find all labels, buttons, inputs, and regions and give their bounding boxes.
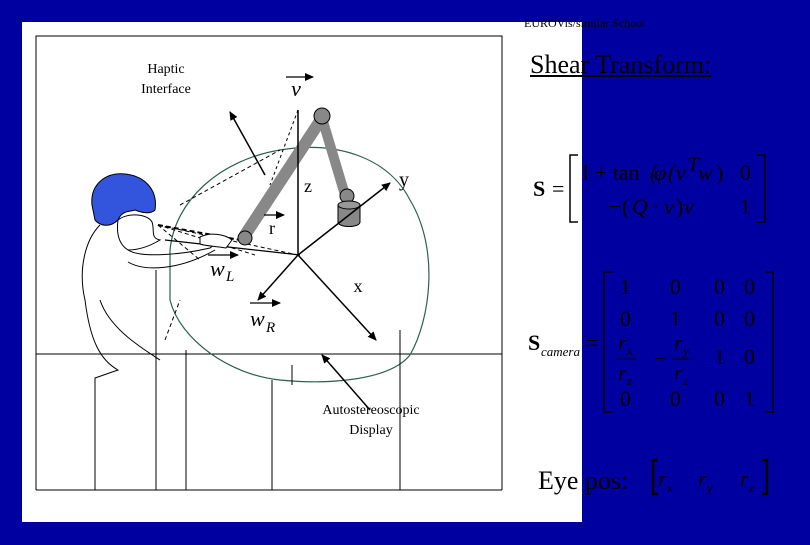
vector-wr-subscript: R xyxy=(265,320,275,336)
coordinate-axes xyxy=(230,110,390,410)
scam-r1c3: 0 xyxy=(714,274,725,299)
shear-matrix-equation: S = I + tan ( φ ( v T w ) 0 − ( Q · v ) … xyxy=(533,152,765,222)
s-q: Q xyxy=(632,194,648,219)
haptic-arm xyxy=(238,108,360,245)
s-v-transpose: v xyxy=(676,160,686,185)
s-phi: φ xyxy=(654,160,666,185)
eye-rz: r xyxy=(740,466,749,491)
s-v: v xyxy=(664,194,674,219)
display-label-line1: Autostereoscopic xyxy=(322,403,419,418)
axis-x-label: x xyxy=(354,276,363,296)
scam-r1c2: 0 xyxy=(670,274,681,299)
scam-r3c3: 1 xyxy=(714,344,725,369)
s-v-tail: v xyxy=(684,194,694,219)
vector-wr-label: w xyxy=(250,306,265,331)
scam-frac2-den: r xyxy=(674,360,683,385)
scam-frac1-num: r xyxy=(618,330,627,355)
s-paren-open3: ( xyxy=(622,194,629,219)
user-body xyxy=(82,225,220,490)
slide-title: Shear Transform: xyxy=(530,50,711,80)
s-paren-close3: ) xyxy=(676,194,683,219)
haptic-label-line2: Interface xyxy=(141,82,191,97)
s-minus: − xyxy=(608,194,620,219)
camera-matrix-equation: S camera = 1 0 0 0 0 1 0 0 r x r z − r y… xyxy=(528,272,773,412)
s-symbol: S xyxy=(533,176,545,201)
scam-frac2-minus: − xyxy=(654,346,666,371)
vector-wl-subscript: L xyxy=(225,269,234,285)
user-hair xyxy=(92,174,156,225)
s-w: w xyxy=(698,160,713,185)
eye-position-vector: r x r y r z xyxy=(653,460,767,495)
scam-r4c3: 0 xyxy=(714,386,725,411)
eye-rx-sub: x xyxy=(666,480,673,495)
user-figure xyxy=(82,174,232,490)
scam-r2c4: 0 xyxy=(744,306,755,331)
scam-r1c1: 1 xyxy=(620,274,631,299)
scam-frac2-num: r xyxy=(674,330,683,355)
scam-subscript: camera xyxy=(541,344,580,359)
user-face xyxy=(117,215,160,250)
scam-r4c1: 0 xyxy=(620,386,631,411)
scam-r2c1: 0 xyxy=(620,306,631,331)
eye-rx: r xyxy=(658,466,667,491)
s-dot: · xyxy=(652,194,659,219)
s-equals: = xyxy=(552,176,564,201)
s-one: 1 xyxy=(740,194,751,219)
display-label-line2: Display xyxy=(349,423,393,438)
scam-s: S xyxy=(528,330,540,355)
scam-r4c4: 1 xyxy=(744,386,755,411)
vector-wl-label: w xyxy=(210,256,225,281)
scam-frac1-den: r xyxy=(618,360,627,385)
scam-frac2-den-sub: z xyxy=(682,373,688,388)
scam-frac2-num-sub: y xyxy=(681,343,689,358)
haptic-label-line1: Haptic xyxy=(147,62,184,77)
eye-ry-sub: y xyxy=(705,480,713,495)
display-surface xyxy=(170,147,429,381)
scam-r1c4: 0 xyxy=(744,274,755,299)
scam-r2c3: 0 xyxy=(714,306,725,331)
eye-rz-sub: z xyxy=(748,480,754,495)
vector-v-label: v xyxy=(291,76,301,101)
scam-r4c2: 0 xyxy=(670,386,681,411)
s-i-plus-tan: I + tan xyxy=(582,160,640,185)
scam-frac1-num-sub: x xyxy=(626,343,633,358)
axis-z-label: z xyxy=(304,176,312,196)
scam-equals: = xyxy=(586,330,598,355)
scam-r3c4: 0 xyxy=(744,344,755,369)
eye-pos-label: Eye pos: xyxy=(538,466,628,496)
axis-y-label: y xyxy=(399,169,409,191)
s-paren-close: ) xyxy=(716,160,723,185)
scam-r2c2: 1 xyxy=(670,306,681,331)
s-zero: 0 xyxy=(740,160,751,185)
eye-ry: r xyxy=(698,466,707,491)
vector-r-label: r xyxy=(269,218,275,238)
